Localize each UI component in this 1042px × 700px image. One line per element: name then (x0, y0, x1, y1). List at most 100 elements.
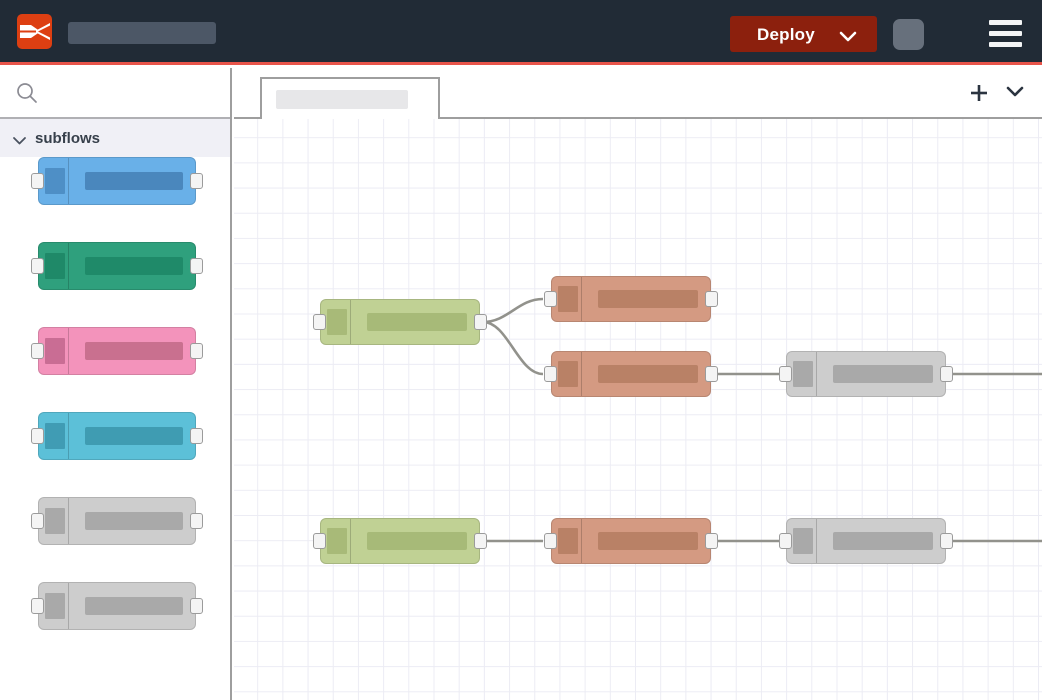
node-type-icon (793, 361, 813, 387)
plus-icon[interactable] (968, 82, 990, 104)
node-type-icon (793, 528, 813, 554)
node-type-icon (45, 168, 65, 194)
node-label (598, 365, 698, 383)
node-icon-cell (552, 277, 582, 321)
palette-node-3[interactable] (31, 327, 203, 375)
node-icon-cell (321, 519, 351, 563)
node-output-port[interactable] (705, 291, 718, 307)
node-body (320, 518, 480, 564)
node-input-port[interactable] (779, 366, 792, 382)
flow-node-salmon-2[interactable] (544, 351, 718, 397)
flow-node-salmon-3[interactable] (544, 518, 718, 564)
node-label (833, 365, 933, 383)
node-output-port[interactable] (940, 533, 953, 549)
node-output-port[interactable] (705, 533, 718, 549)
node-icon-cell (39, 413, 69, 459)
node-icon-cell (39, 498, 69, 544)
flow-tab-1[interactable] (260, 77, 440, 119)
node-body (38, 497, 196, 545)
node-label (85, 427, 183, 445)
palette-node-2[interactable] (31, 242, 203, 290)
node-body (38, 157, 196, 205)
node-icon-cell (39, 158, 69, 204)
workspace (234, 68, 1042, 700)
node-output-port[interactable] (474, 533, 487, 549)
flow-canvas[interactable] (234, 119, 1042, 700)
node-input-port[interactable] (313, 314, 326, 330)
wire-green1-to-salmon1[interactable] (482, 297, 544, 324)
palette-node-5[interactable] (31, 497, 203, 545)
node-output-port[interactable] (190, 598, 203, 614)
node-output-port[interactable] (190, 513, 203, 529)
node-type-icon (327, 309, 347, 335)
chevron-down-icon (839, 29, 857, 47)
node-output-port[interactable] (190, 258, 203, 274)
flow-node-green-2[interactable] (313, 518, 487, 564)
node-input-port[interactable] (544, 366, 557, 382)
node-input-port[interactable] (313, 533, 326, 549)
node-input-port[interactable] (31, 343, 44, 359)
node-body (551, 276, 711, 322)
node-icon-cell (552, 519, 582, 563)
node-type-icon (327, 528, 347, 554)
chevron-down-icon (12, 133, 27, 151)
flow-node-salmon-1[interactable] (544, 276, 718, 322)
node-type-icon (45, 338, 65, 364)
palette-search-bar[interactable] (0, 68, 230, 119)
node-input-port[interactable] (31, 173, 44, 189)
flow-node-grey-1[interactable] (779, 351, 953, 397)
node-body (38, 327, 196, 375)
node-output-port[interactable] (190, 173, 203, 189)
search-icon (16, 82, 38, 109)
node-output-port[interactable] (940, 366, 953, 382)
node-label (85, 342, 183, 360)
node-input-port[interactable] (544, 291, 557, 307)
node-type-icon (45, 593, 65, 619)
palette-group-subflows[interactable]: subflows (0, 119, 230, 157)
node-body (38, 412, 196, 460)
node-label (367, 532, 467, 550)
flow-tab-bar (234, 68, 1042, 119)
node-label (85, 172, 183, 190)
palette-node-list (0, 157, 230, 700)
node-icon-cell (39, 583, 69, 629)
app-header: Deploy (0, 0, 1042, 65)
node-type-icon (45, 508, 65, 534)
flow-title-placeholder (68, 22, 216, 44)
flow-node-grey-2[interactable] (779, 518, 953, 564)
palette-sidebar: subflows (0, 68, 232, 700)
node-icon-cell (321, 300, 351, 344)
node-icon-cell (552, 352, 582, 396)
node-icon-cell (39, 243, 69, 289)
deploy-button-label: Deploy (757, 25, 815, 44)
node-label (85, 257, 183, 275)
node-output-port[interactable] (705, 366, 718, 382)
node-input-port[interactable] (31, 598, 44, 614)
node-body (320, 299, 480, 345)
hamburger-menu-icon[interactable] (989, 20, 1022, 47)
node-input-port[interactable] (779, 533, 792, 549)
wire-green1-to-salmon2[interactable] (482, 320, 544, 376)
palette-node-4[interactable] (31, 412, 203, 460)
palette-node-1[interactable] (31, 157, 203, 205)
node-output-port[interactable] (190, 428, 203, 444)
node-label (598, 532, 698, 550)
flow-node-green-1[interactable] (313, 299, 487, 345)
node-body (786, 518, 946, 564)
node-input-port[interactable] (31, 428, 44, 444)
palette-node-6[interactable] (31, 582, 203, 630)
node-type-icon (45, 253, 65, 279)
node-input-port[interactable] (544, 533, 557, 549)
node-label (85, 512, 183, 530)
user-avatar[interactable] (893, 19, 924, 50)
node-input-port[interactable] (31, 258, 44, 274)
node-type-icon (558, 528, 578, 554)
deploy-button[interactable]: Deploy (730, 16, 877, 52)
node-body (786, 351, 946, 397)
node-output-port[interactable] (190, 343, 203, 359)
chevron-down-icon[interactable] (1004, 84, 1026, 106)
node-input-port[interactable] (31, 513, 44, 529)
node-output-port[interactable] (474, 314, 487, 330)
flow-wires (482, 297, 1042, 543)
